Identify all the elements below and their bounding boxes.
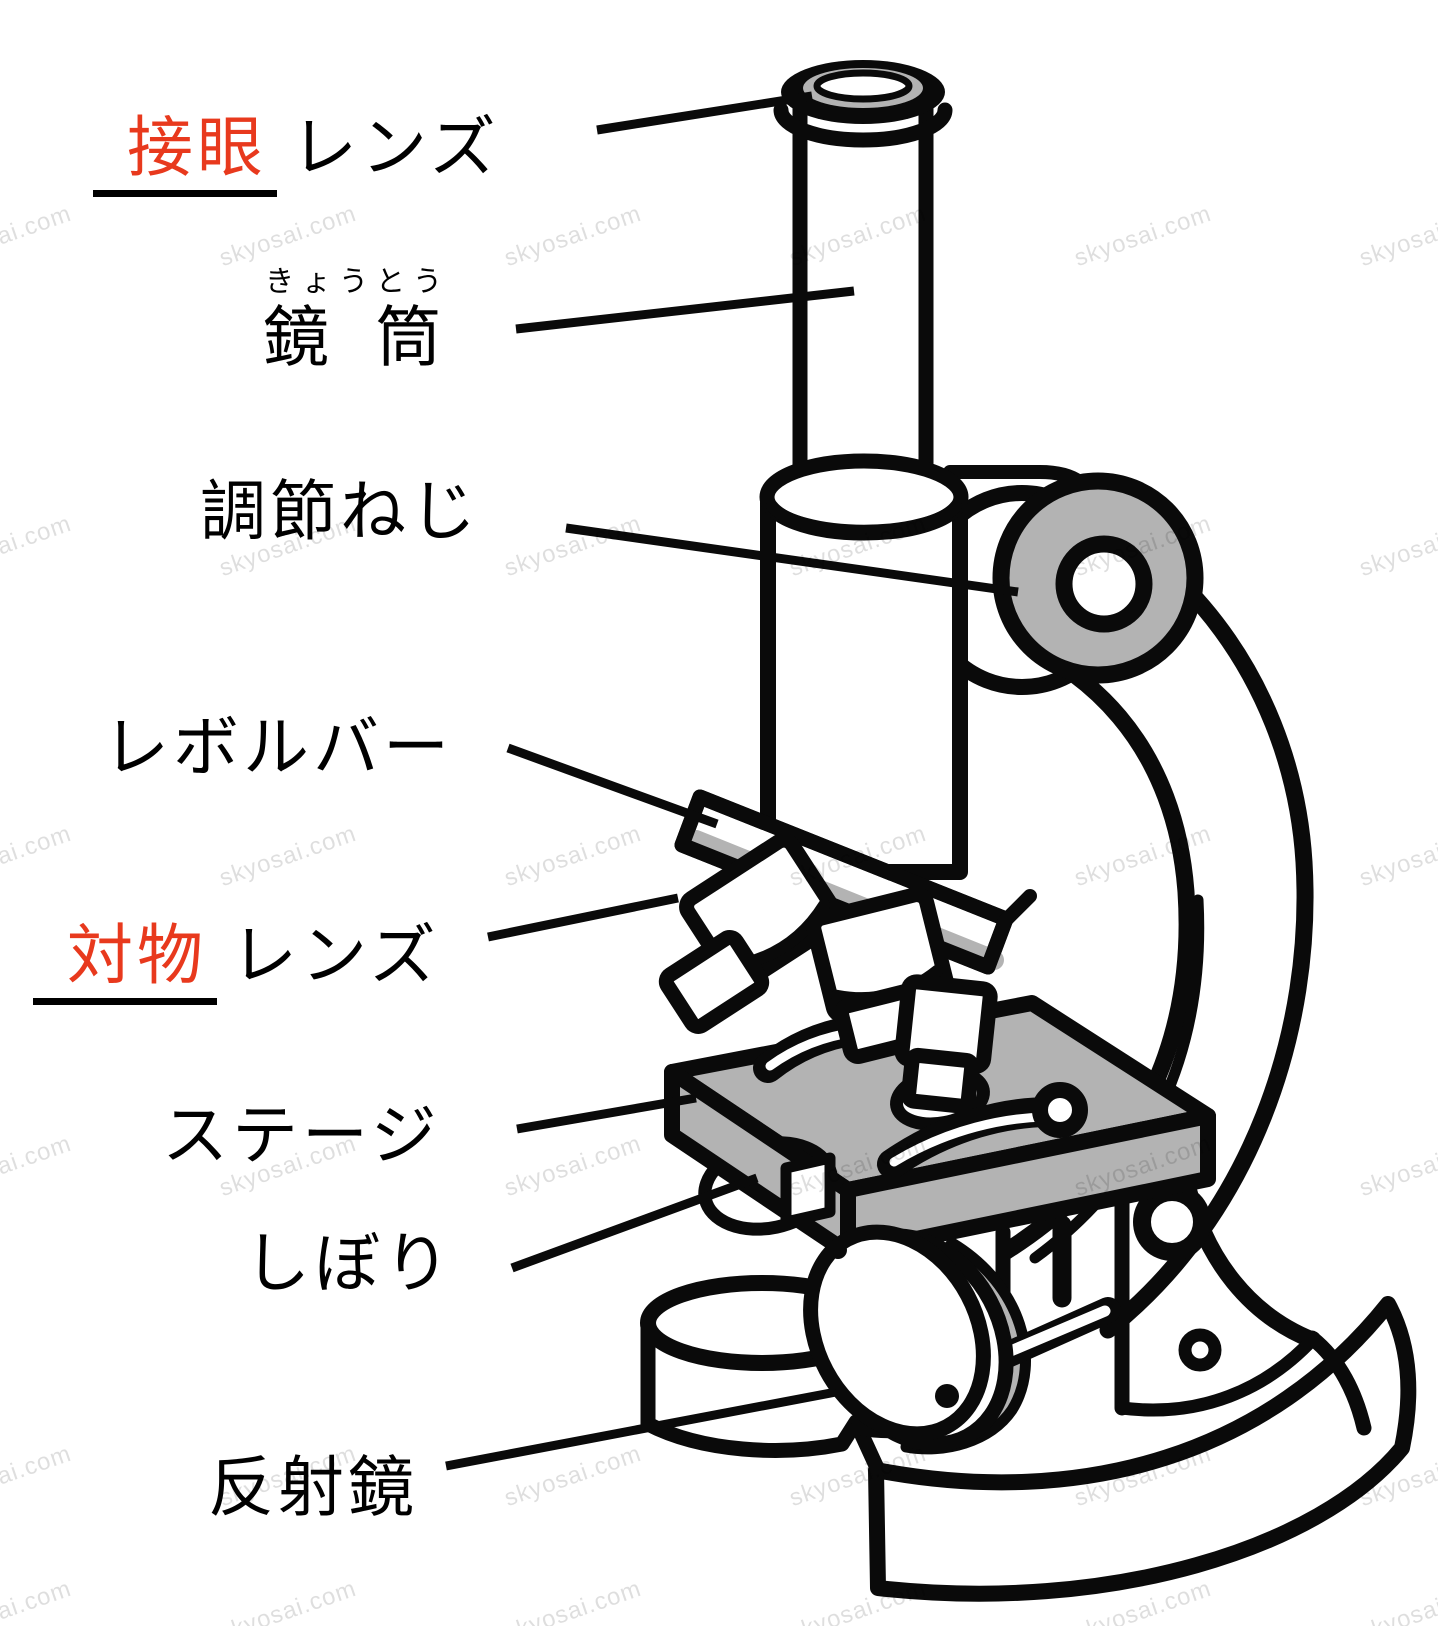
label-eyepiece-suffix: レンズ: [291, 110, 500, 184]
mirror-assembly: [803, 1224, 1121, 1455]
leader-adjustment-screw: [565, 523, 1019, 597]
objective-lenses: [658, 832, 998, 1114]
base-hole: [1178, 1328, 1222, 1372]
label-body-tube-furigana: きょうとう: [265, 266, 451, 298]
label-body-tube-text: 鏡 筒: [263, 300, 456, 374]
body-tube: [759, 82, 969, 880]
answer-objective: 対物: [33, 922, 217, 1005]
label-eyepiece: 接眼レンズ: [93, 110, 500, 197]
eyepiece: [773, 60, 953, 148]
label-diaphragm: しぼり: [244, 1226, 454, 1300]
answer-eyepiece: 接眼: [93, 114, 277, 197]
leader-revolver: [506, 743, 719, 829]
leader-objective: [487, 893, 679, 942]
leader-eyepiece: [596, 91, 813, 135]
leader-stage: [516, 1093, 697, 1134]
label-adjustment-screw: 調節ねじ: [200, 474, 480, 548]
leader-diaphragm: [510, 1173, 759, 1273]
mirror-glass: [803, 1224, 991, 1442]
leader-body-tube: [515, 286, 855, 334]
leader-mirror: [445, 1387, 837, 1471]
diaphragm-notch: [780, 1152, 836, 1228]
label-body-tube: きょうとう 鏡 筒: [263, 268, 455, 372]
leader-lines: [445, 91, 1019, 1471]
label-revolver: レボルバー: [103, 710, 453, 784]
label-objective-suffix: レンズ: [231, 918, 440, 992]
label-stage: ステージ: [162, 1098, 441, 1172]
label-mirror: 反射鏡: [208, 1450, 418, 1524]
label-objective: 対物レンズ: [33, 918, 440, 1005]
drawtube: [792, 82, 934, 498]
